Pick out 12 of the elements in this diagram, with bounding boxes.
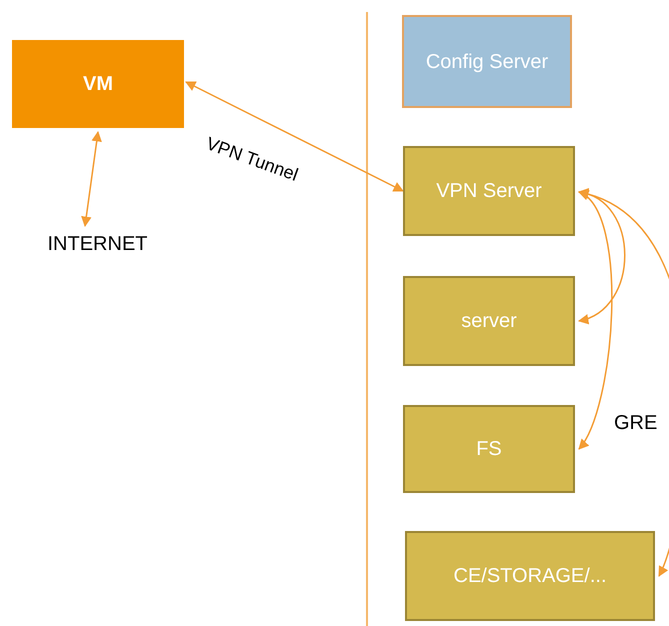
server-box: FS xyxy=(403,405,575,493)
vm-box: VM xyxy=(12,40,184,128)
server-box: CE/STORAGE/... xyxy=(405,531,655,621)
internet-text: INTERNET xyxy=(30,230,165,258)
server-box: VPN Server xyxy=(403,146,575,236)
arrow xyxy=(578,190,626,323)
arrow xyxy=(578,190,669,577)
server-box: server xyxy=(403,276,575,366)
arrow xyxy=(81,130,102,228)
arrow xyxy=(578,191,612,450)
arrow xyxy=(185,81,404,192)
server-box: Config Server xyxy=(402,15,572,108)
